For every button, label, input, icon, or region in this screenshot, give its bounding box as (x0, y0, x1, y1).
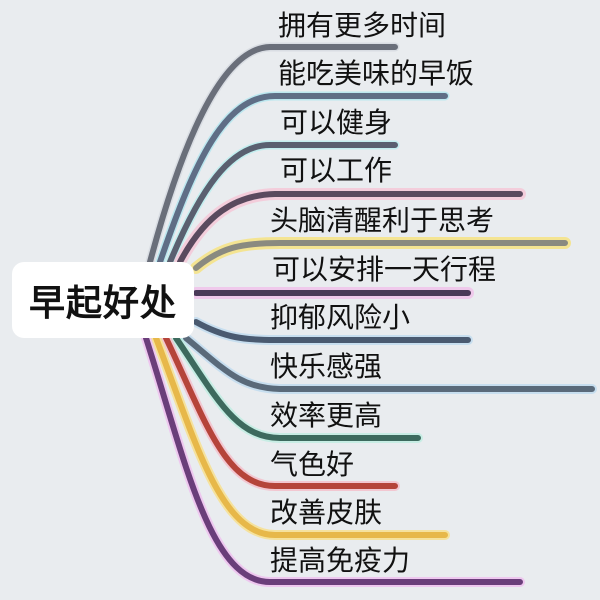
branch-topic-3: 可以健身 (280, 106, 393, 139)
branch-topic-8: 快乐感强 (270, 350, 383, 383)
central-topic-label: 早起好处 (28, 283, 177, 324)
branch-topic-2: 能吃美味的早饭 (278, 57, 475, 90)
branch-topic-10: 气色好 (270, 448, 355, 481)
branch-topic-1: 拥有更多时间 (278, 9, 447, 42)
branch-topic-9: 效率更高 (270, 399, 383, 432)
branch-topic-5: 头脑清醒利于思考 (270, 204, 495, 237)
central-topic: 早起好处 (12, 262, 194, 338)
branch-topic-4: 可以工作 (280, 154, 393, 187)
branch-topic-11: 改善皮肤 (270, 496, 383, 529)
branch-topic-7: 抑郁风险小 (270, 301, 411, 334)
branch-topic-12: 提高免疫力 (270, 544, 411, 577)
branch-topic-6: 可以安排一天行程 (272, 253, 497, 286)
